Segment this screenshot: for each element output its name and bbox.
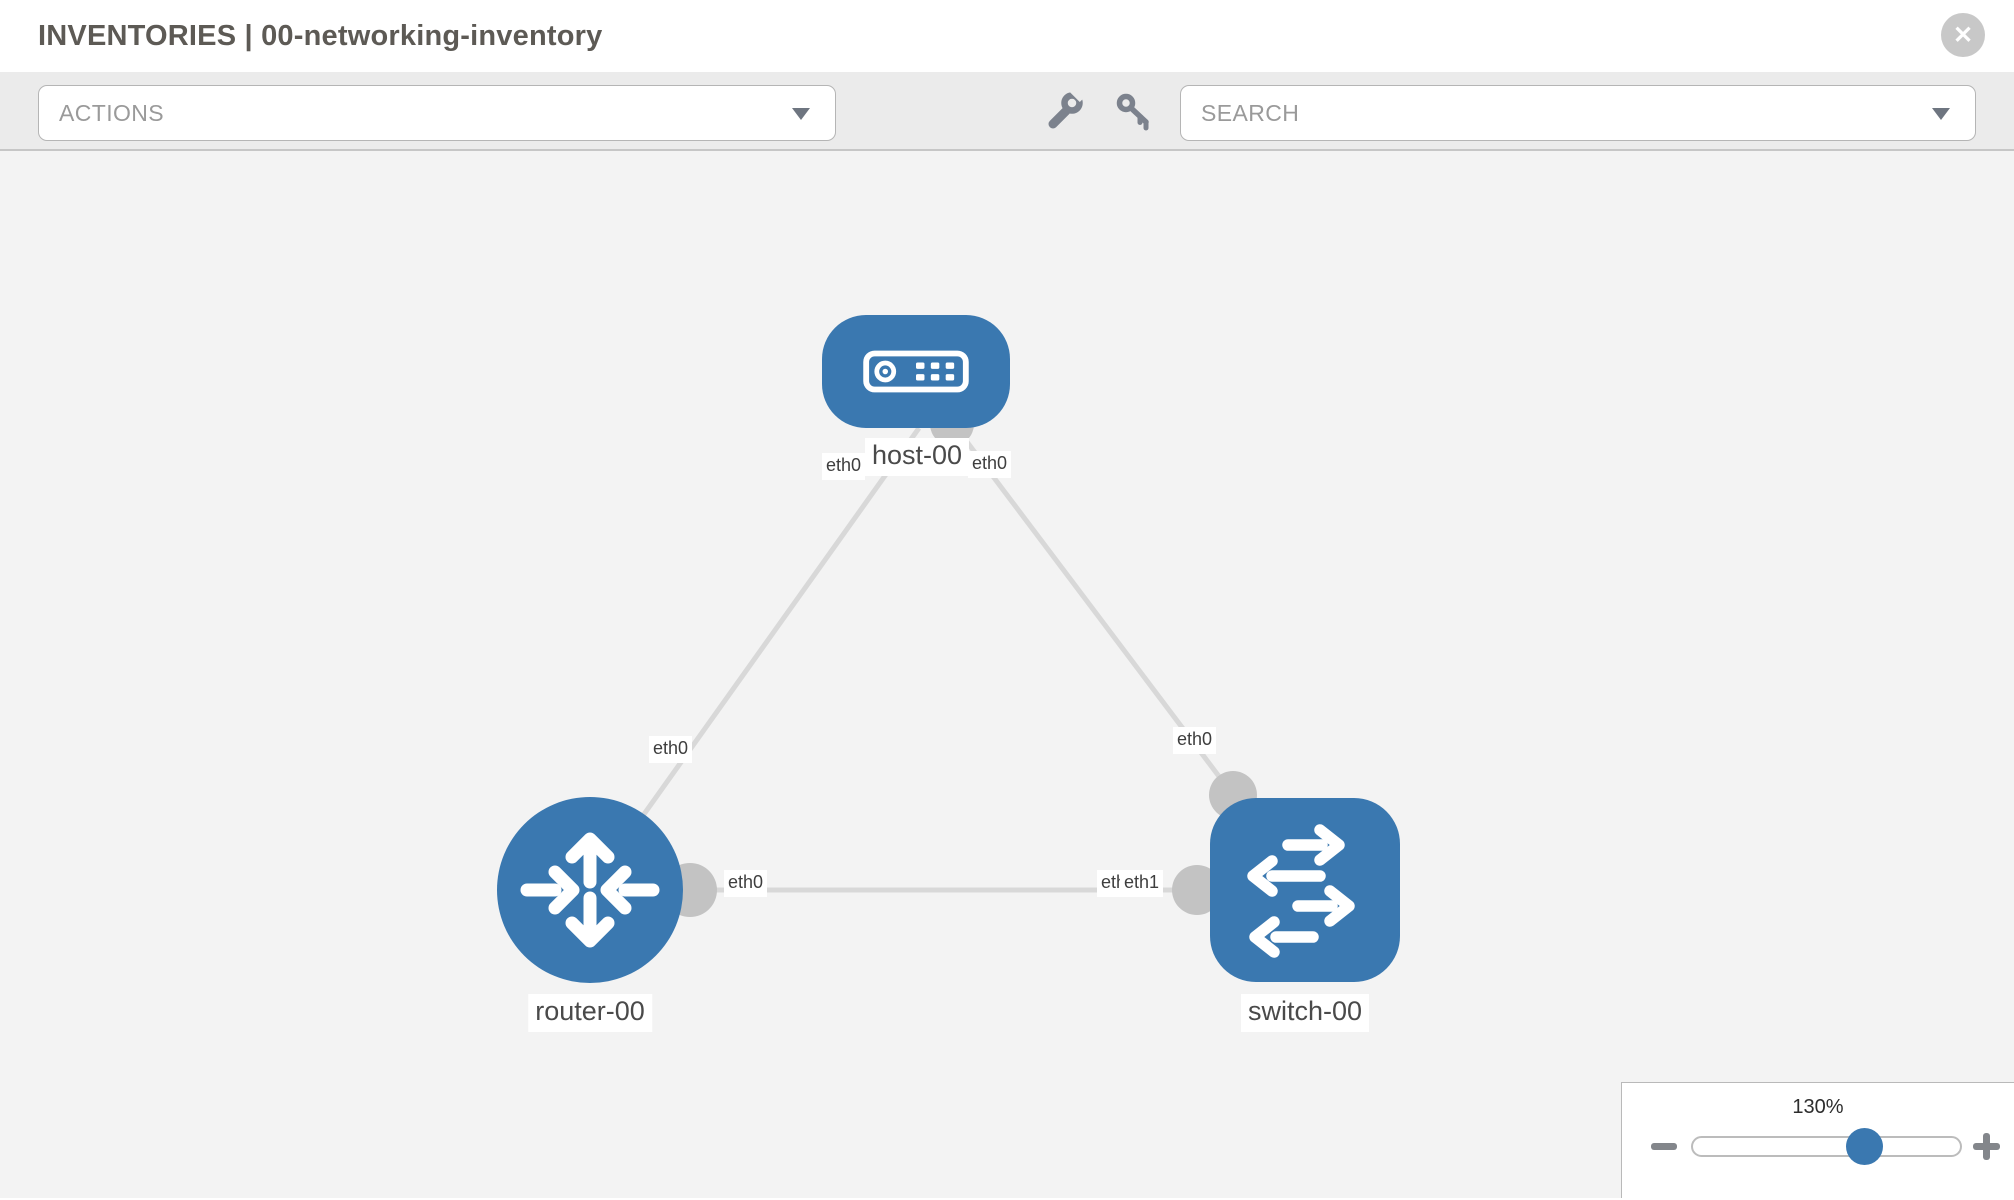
close-icon[interactable]: ✕ [1941,13,1985,57]
search-dropdown[interactable]: SEARCH [1180,85,1976,141]
header-bar: INVENTORIES | 00-networking-inventory ✕ [0,0,2014,72]
actions-dropdown-label: ACTIONS [59,99,165,126]
switch-icon [1247,824,1355,958]
router-icon [520,832,660,948]
interface-label-router-eth0-to-switch: eth0 [724,870,768,897]
interface-label-host-eth0-to-router: eth0 [822,453,866,480]
connector-switch-left [1172,865,1222,915]
chevron-down-icon [1932,108,1950,120]
topology-links-layer [587,402,1257,917]
node-label-host: host-00 [864,438,970,476]
node-switch-00[interactable] [1210,798,1400,982]
wrench-icon [1048,91,1084,129]
actions-dropdown[interactable]: ACTIONS [38,85,836,141]
plus-icon [1983,1133,1990,1160]
chevron-down-icon [792,108,810,120]
node-label-switch: switch-00 [1240,994,1370,1032]
zoom-level-value: 130% [1792,1096,1844,1118]
interface-label-switch-eth1-to-router: eth1 [1120,870,1164,897]
link-host-router [587,426,922,892]
zoom-in-button[interactable] [1973,1133,2000,1160]
zoom-panel: 130% [1621,1082,2014,1198]
wrench-button[interactable] [1042,89,1086,133]
interface-label-router-eth0-to-host: eth0 [649,736,693,763]
page-title: INVENTORIES | 00-networking-inventory [38,19,603,52]
zoom-slider-row [1622,1119,2014,1179]
search-dropdown-label: SEARCH [1201,99,1300,126]
zoom-out-button[interactable] [1651,1143,1677,1150]
interface-label-host-eth0-to-switch: eth0 [968,451,1012,478]
zoom-slider-knob[interactable] [1846,1128,1883,1165]
node-host-00[interactable] [822,315,1010,428]
topology-canvas[interactable]: host-00 router-00 switch-00 eth0 eth0 et… [0,151,2014,1198]
key-button[interactable] [1112,89,1156,133]
interface-label-switch-eth0-to-host: eth0 [1173,727,1217,754]
toolbar: ACTIONS SEARCH [0,72,2014,151]
host-icon [863,350,969,393]
key-icon [1116,93,1149,131]
node-router-00[interactable] [497,797,683,983]
interface-label-switch-eth0-occluded: eth0 [1097,870,1122,897]
zoom-slider-track[interactable] [1691,1136,1962,1157]
node-label-router: router-00 [528,994,652,1032]
